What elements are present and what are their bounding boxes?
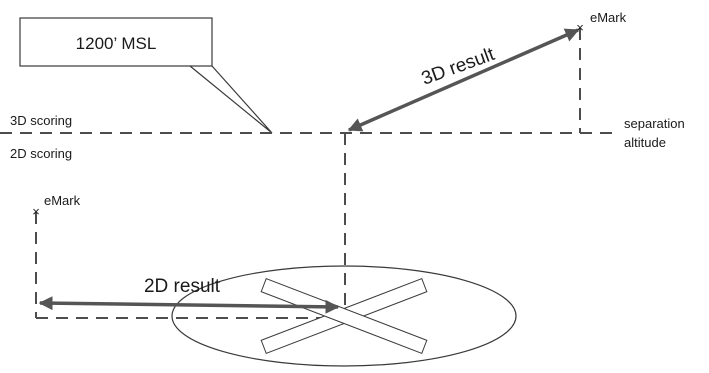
callout-pointer — [189, 65, 273, 134]
cross-target — [260, 277, 428, 355]
emark-upper-x-icon: × — [576, 20, 584, 35]
scoring-3d-label: 3D scoring — [10, 113, 72, 128]
separation-label: separation — [624, 116, 685, 131]
callout-box — [19, 17, 213, 67]
result-2d-arrow — [38, 296, 340, 314]
landing-zone-ellipse — [171, 265, 517, 367]
result-3d-arrow — [347, 28, 580, 132]
emark-lower-label: eMark — [44, 193, 81, 208]
altitude-callout: 1200’ MSL — [19, 17, 273, 134]
emark-upper-label: eMark — [590, 10, 627, 25]
result-2d-label: 2D result — [144, 276, 221, 297]
emark-lower-x-icon: × — [32, 204, 40, 219]
altitude-label: altitude — [624, 135, 666, 150]
scoring-2d-label: 2D scoring — [10, 146, 72, 161]
callout-text: 1200’ MSL — [76, 34, 157, 53]
